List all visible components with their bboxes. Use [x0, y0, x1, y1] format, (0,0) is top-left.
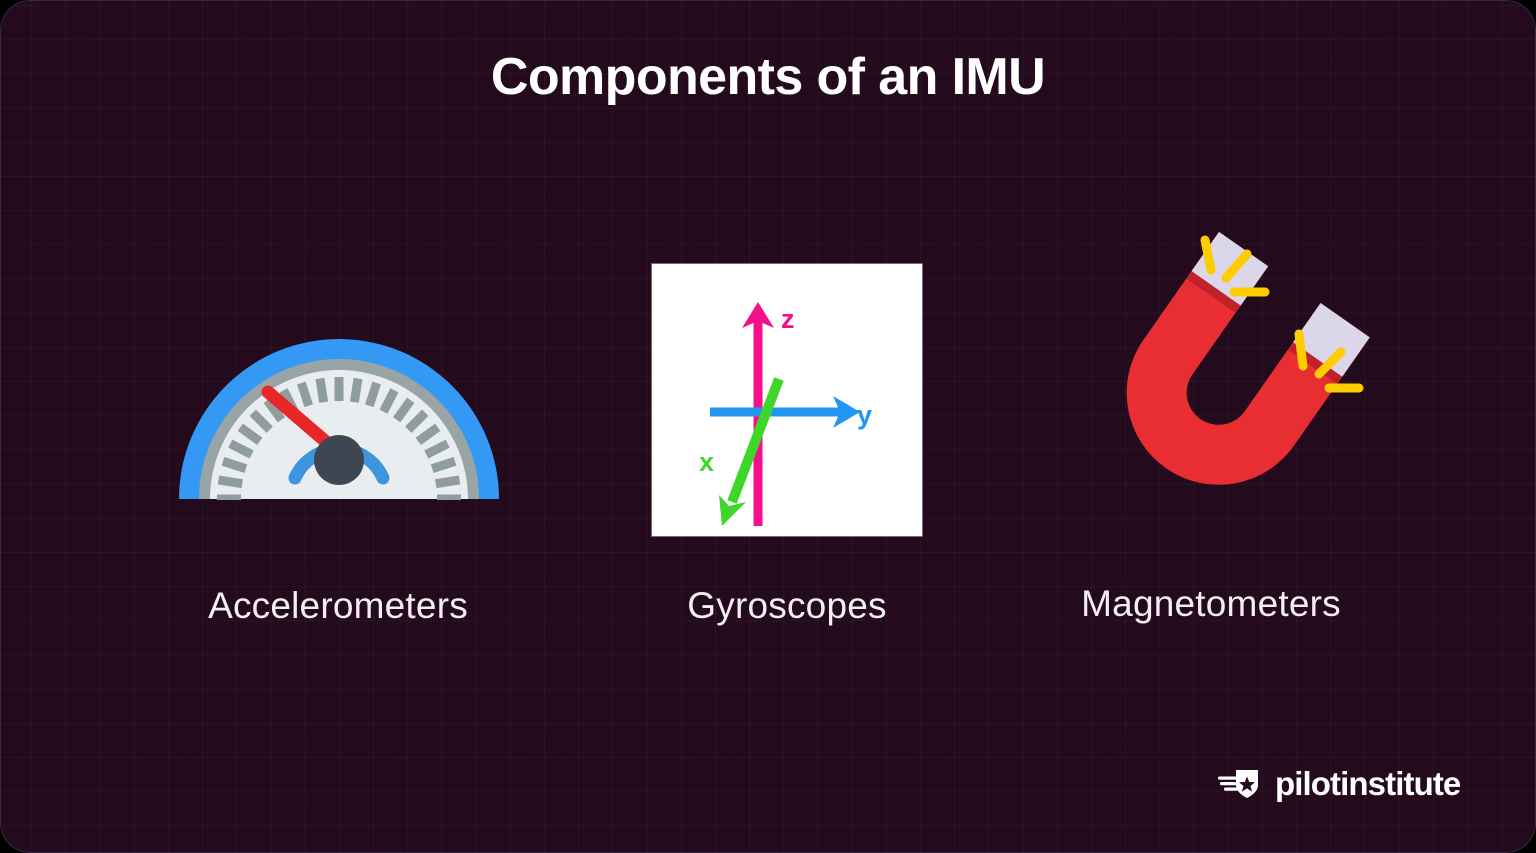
speedometer-gauge-icon [177, 288, 501, 504]
axes-svg: z y x [699, 302, 872, 526]
star-shape [1239, 776, 1255, 792]
magnetometer-art [1001, 225, 1421, 525]
caption-accelerometers: Accelerometers [208, 585, 468, 626]
wing-lines [1218, 776, 1238, 791]
gauge-ticks [217, 377, 461, 504]
column-accelerometers [128, 225, 548, 525]
axis-label-x: x [699, 447, 714, 477]
axis-x [719, 377, 784, 526]
magnet-sparks-pole-b [1294, 329, 1364, 393]
axis-label-y: y [857, 400, 872, 430]
gauge-svg [179, 339, 499, 504]
magnet-sparks-pole-a [1200, 235, 1270, 297]
caption-magnetometers: Magnetometers [1081, 583, 1341, 624]
magnet-svg [1126, 231, 1370, 485]
page-title: Components of an IMU [490, 48, 1046, 106]
axis-y [710, 396, 860, 428]
gauge-hub [314, 435, 364, 485]
gyroscope-art: z y x [577, 225, 997, 536]
axis-label-z: z [781, 304, 795, 334]
winged-shield-star-emblem [1218, 770, 1258, 798]
column-magnetometers [1001, 225, 1421, 525]
caption-gyroscopes: Gyroscopes [687, 585, 887, 626]
xyz-axes-icon: z y x [652, 264, 922, 536]
pilot-institute-logo: pilotinstitute [1218, 763, 1461, 803]
horseshoe-magnet-icon [1079, 228, 1379, 528]
logo-wordmark: pilotinstitute [1275, 764, 1461, 802]
accelerometer-art [128, 225, 548, 525]
column-gyroscopes: z y x [577, 225, 997, 536]
